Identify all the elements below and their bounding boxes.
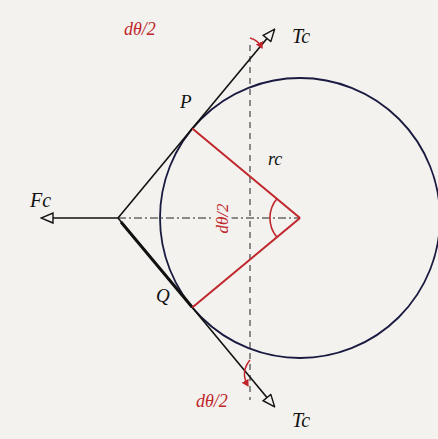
point-label: P	[180, 92, 192, 111]
angle-label: dθ/2	[124, 20, 156, 38]
point-label: Q	[156, 286, 170, 305]
radius-line	[192, 218, 300, 307]
axis-line	[118, 218, 300, 219]
vertical-reference	[250, 45, 251, 400]
belt-segment	[121, 222, 192, 307]
angle-label: dθ/2	[212, 201, 231, 235]
tension-arrow	[118, 30, 274, 218]
tension-label: Tc	[292, 410, 310, 430]
tension-label: Tc	[292, 26, 310, 46]
angle-arc	[250, 38, 262, 48]
centrifugal-force-arrow	[42, 217, 118, 219]
angle-label: dθ/2	[196, 392, 228, 410]
angle-arc	[270, 199, 277, 237]
radius-label: rc	[268, 150, 282, 168]
tension-arrow	[118, 218, 274, 406]
angle-arc	[244, 360, 250, 386]
radius-line	[192, 129, 300, 218]
force-label: Fc	[30, 190, 51, 210]
